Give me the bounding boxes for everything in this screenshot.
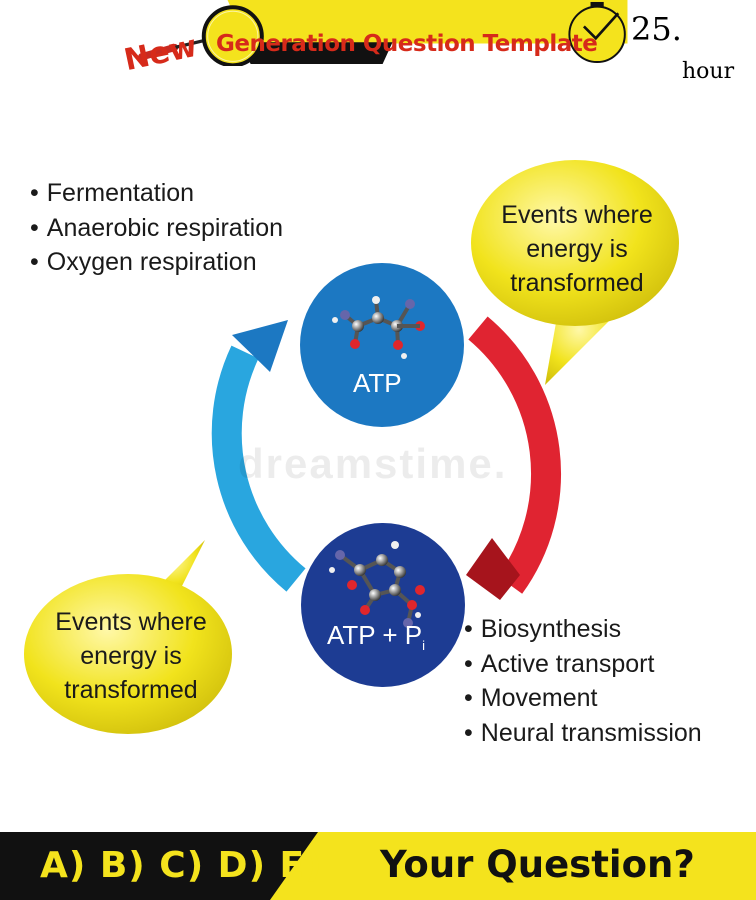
header-subtitle: NEW DESIGN — [212, 68, 377, 93]
question-placeholder: Your Question? — [380, 843, 695, 886]
top-left-process-list: Fermentation Anaerobic respiration Oxyge… — [30, 176, 283, 280]
adp-circle — [301, 523, 465, 687]
list-item: Fermentation — [30, 176, 283, 211]
adp-molecule-icon — [329, 541, 425, 628]
list-item: Active transport — [464, 647, 702, 682]
bubble-line: Events where — [55, 608, 207, 636]
bubble-bottom-left — [24, 540, 232, 734]
list-item: Movement — [464, 681, 702, 716]
header-black-band — [240, 42, 393, 65]
list-item: Anaerobic respiration — [30, 211, 283, 246]
bubble-line: transformed — [64, 676, 198, 704]
adp-label-text: ATP + P — [327, 620, 423, 650]
bubble-top-right — [471, 160, 679, 385]
clock-unit: hour — [682, 59, 735, 84]
bubble-line: transformed — [510, 269, 644, 297]
magnifier-icon — [138, 5, 264, 66]
bubble-top-right-text: Events where energy is transformed — [472, 198, 682, 300]
footer-band — [0, 832, 756, 900]
list-item: Neural transmission — [464, 716, 702, 751]
bottom-right-process-list: Biosynthesis Active transport Movement N… — [464, 612, 702, 750]
header-title: Generation Question Template — [216, 31, 598, 57]
blue-cycle-arrow — [211, 320, 306, 592]
adp-label: ATP + Pi — [327, 620, 425, 653]
footer-black-band — [0, 832, 318, 900]
atp-molecule-icon — [332, 296, 425, 359]
watermark: dreamstime. — [238, 440, 508, 487]
header-band — [138, 0, 628, 66]
red-cycle-arrow — [466, 316, 561, 600]
list-item: Oxygen respiration — [30, 245, 283, 280]
adp-label-subscript: i — [422, 638, 426, 654]
bubble-line: energy is — [526, 235, 628, 263]
clock-number: 25. — [631, 10, 682, 48]
atp-circle — [300, 263, 464, 427]
atp-label: ATP — [353, 368, 402, 398]
bubble-bottom-left-text: Events where energy is transformed — [26, 605, 236, 707]
header-yellow-band — [227, 0, 628, 44]
clock-icon — [568, 1, 626, 64]
bubble-line: Events where — [501, 201, 653, 229]
list-item: Biosynthesis — [464, 612, 702, 647]
answer-options: A) B) C) D) E) — [40, 845, 323, 886]
atp-cycle-diagram — [24, 160, 679, 734]
bubble-line: energy is — [80, 642, 182, 670]
